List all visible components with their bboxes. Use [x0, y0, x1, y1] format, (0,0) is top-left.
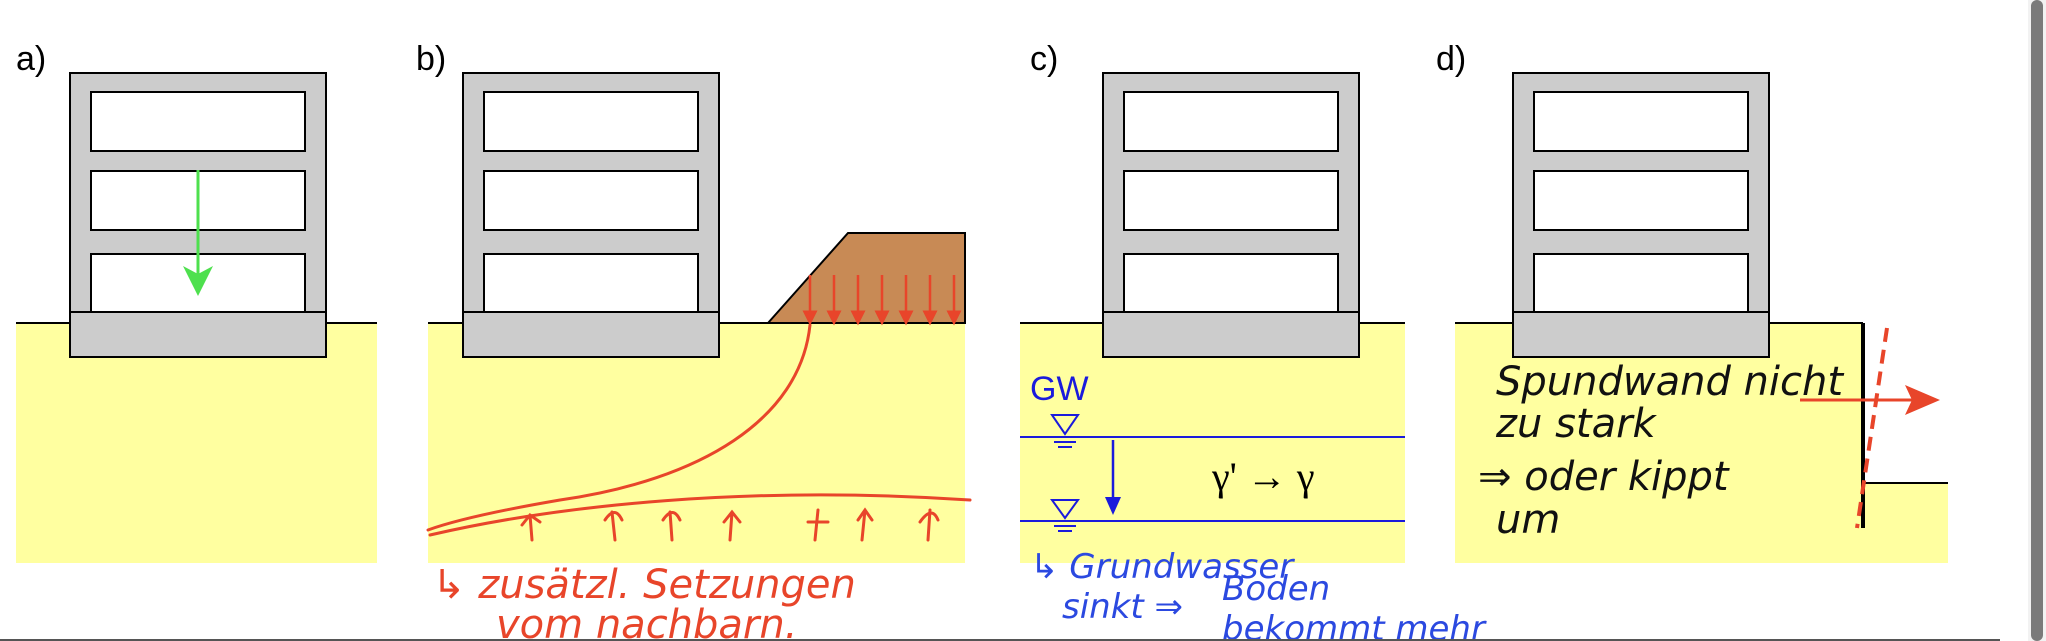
panel-d: d) Spundwand nicht zu stark ⇒ oder kippt…	[1436, 40, 1948, 563]
stress-spread-sketch	[426, 323, 972, 542]
embankment	[765, 232, 966, 324]
tilt-force-arrow-icon	[1800, 385, 1940, 415]
soil-block-d	[1455, 323, 1948, 563]
groundwater-label: GW	[1030, 370, 1089, 408]
building-d	[1512, 72, 1770, 358]
building-c	[1102, 72, 1360, 358]
note-d-line2: zu stark	[1495, 401, 1658, 447]
note-d-line1: Spundwand nicht	[1496, 359, 1844, 405]
scrollbar-thumb[interactable]	[2031, 0, 2043, 641]
panel-a: a)	[16, 40, 377, 563]
note-b-line2: vom nachbarn.	[496, 602, 797, 641]
panel-a-label: a)	[16, 40, 46, 78]
water-level-symbol-lower-icon	[1050, 499, 1080, 532]
note-b-line1: ↳ zusätzl. Setzungen	[432, 562, 856, 608]
note-d-line4: um	[1496, 497, 1560, 543]
soil-block-c	[1020, 323, 1405, 563]
panel-c: c) GW γ' → γ ↳ Grundwasser sinkt	[1020, 40, 1487, 641]
panel-c-label: c)	[1030, 40, 1058, 78]
soil-block-a	[16, 323, 377, 563]
note-d-line3: ⇒ oder kippt	[1478, 454, 1730, 500]
tilted-wall-dashed	[1855, 327, 1889, 529]
surcharge-load-arrows	[802, 275, 962, 326]
panel-b-label: b)	[416, 40, 446, 78]
water-level-symbol-upper-icon	[1050, 414, 1080, 448]
note-c-line2b: Boden	[1222, 569, 1330, 609]
water-drop-arrow-icon	[1105, 440, 1121, 515]
panel-b: b) ↳	[416, 40, 972, 641]
vertical-scrollbar[interactable]	[2028, 0, 2046, 641]
soil-block-b	[428, 323, 965, 563]
building-b	[462, 72, 720, 358]
note-c-line1: ↳ Grundwasser	[1030, 547, 1295, 587]
note-c-line3: bekommt mehr	[1222, 609, 1487, 641]
note-c-line2a: sinkt ⇒	[1062, 587, 1183, 627]
load-arrow-icon	[183, 170, 213, 296]
unit-weight-change-label: γ' → γ	[1211, 454, 1315, 499]
panel-d-label: d)	[1436, 40, 1466, 78]
